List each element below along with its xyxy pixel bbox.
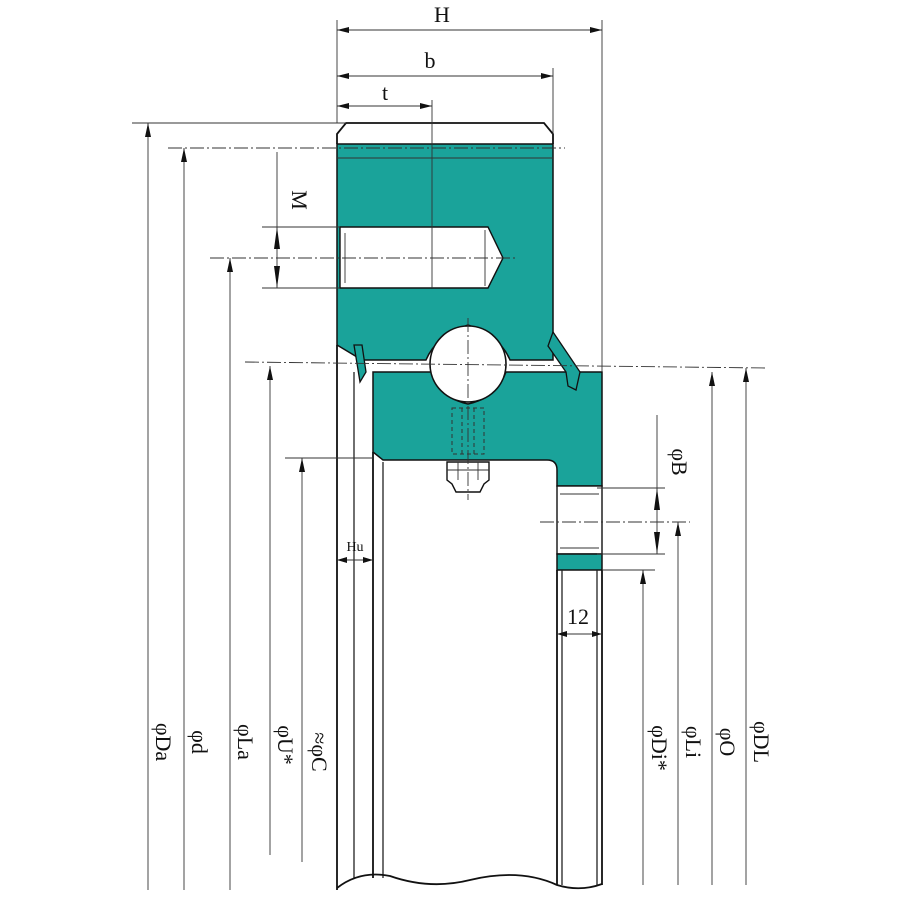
arrow-La xyxy=(227,258,233,272)
bolt-hole xyxy=(339,226,504,289)
label-La: φLa xyxy=(233,724,258,760)
dim-arrows-Hu xyxy=(337,557,373,563)
label-B: φB xyxy=(667,448,692,475)
dim-arrows-B xyxy=(654,488,660,554)
arrow-Da xyxy=(145,123,151,137)
label-O: φO xyxy=(715,728,740,757)
dim-arrows-M xyxy=(274,227,280,288)
label-Di: φDi* xyxy=(647,725,672,771)
arrow-Li xyxy=(675,522,681,536)
label-C: ≈φC xyxy=(307,732,332,771)
gear-tooth-gap xyxy=(556,485,603,555)
arrow-U xyxy=(267,366,273,380)
dim-arrows-12 xyxy=(557,631,602,637)
arrow-d xyxy=(181,148,187,162)
label-Da: φDa xyxy=(151,723,176,762)
label-d: φd xyxy=(187,730,212,754)
seal-right xyxy=(547,330,581,391)
label-DL: φDL xyxy=(749,721,774,763)
centerline-ball xyxy=(244,361,766,369)
label-t: t xyxy=(382,80,388,105)
label-M: M xyxy=(287,190,312,210)
label-Li: φLi xyxy=(681,726,706,758)
label-12: 12 xyxy=(567,604,589,629)
gear-tooth xyxy=(556,553,603,571)
label-U: φU* xyxy=(273,725,298,765)
label-Hu: Hu xyxy=(346,540,363,555)
label-H: H xyxy=(434,2,450,27)
break-line xyxy=(336,873,603,890)
outer-ring-top-band xyxy=(336,122,554,144)
arrow-C xyxy=(299,458,305,472)
arrow-Di xyxy=(640,570,646,584)
arrow-DL xyxy=(743,368,749,382)
arrow-O xyxy=(709,372,715,386)
label-b: b xyxy=(425,48,436,73)
